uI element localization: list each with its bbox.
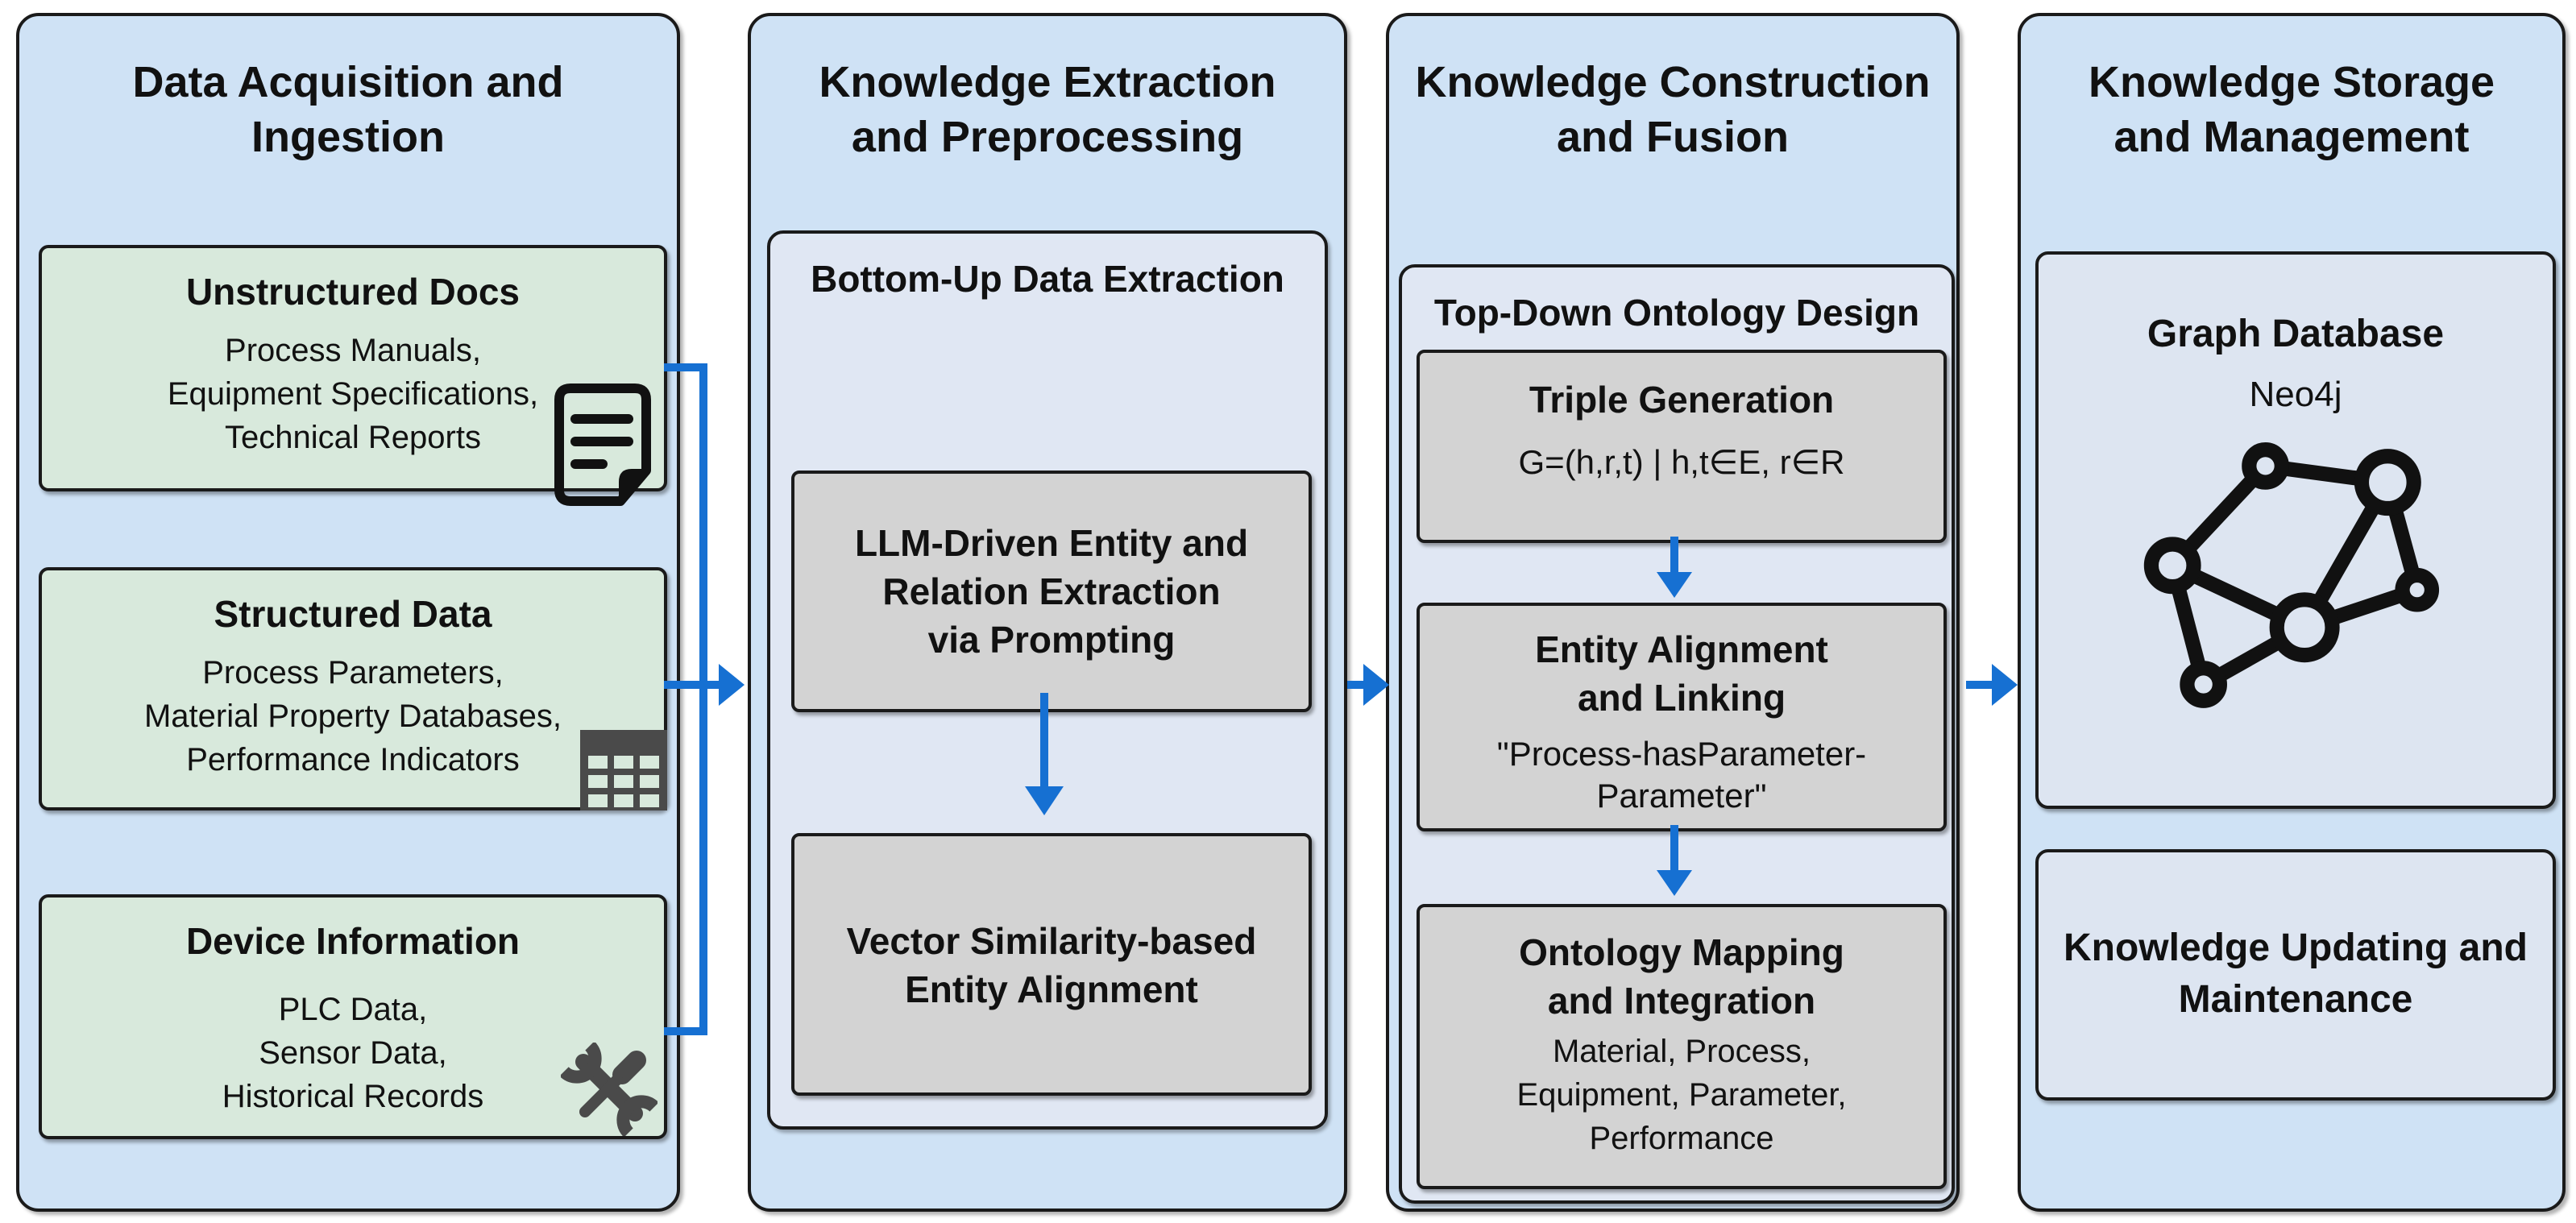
group-label: Bottom-Up Data Extraction bbox=[811, 258, 1284, 300]
box-body: PLC Data, Sensor Data, Historical Record… bbox=[222, 993, 484, 1115]
triple-formula: G=(h,r,t) | h,t∈E, r∈R bbox=[1518, 445, 1845, 482]
box-title: Unstructured Docs bbox=[185, 271, 521, 313]
panel-title: Knowledge Construction and Fusion bbox=[1415, 58, 1931, 161]
box-llm-extraction: LLM-Driven Entity and Relation Extractio… bbox=[791, 471, 1312, 712]
box-title: Device Information bbox=[185, 920, 521, 962]
box-entity-alignment-linking: Entity Alignment and Linking "Process-ha… bbox=[1417, 603, 1947, 831]
box-body: Process Manuals, Equipment Specification… bbox=[167, 334, 539, 456]
panel-knowledge-storage: Knowledge Storage and Management Graph D… bbox=[2018, 13, 2566, 1212]
box-triple-generation: Triple Generation G=(h,r,t) | h,t∈E, r∈R bbox=[1417, 350, 1947, 543]
arrowhead-col3-col4 bbox=[1992, 664, 2018, 706]
document-icon bbox=[554, 383, 651, 506]
group-bottom-up-data-extraction: Bottom-Up Data Extraction LLM-Driven Ent… bbox=[767, 230, 1328, 1130]
table-icon bbox=[580, 730, 667, 810]
box-title: Graph Database bbox=[2147, 313, 2445, 356]
group-label: Top-Down Ontology Design bbox=[1433, 292, 1920, 334]
neo4j-label: Neo4j bbox=[2249, 374, 2342, 414]
arrowhead-col1-col2 bbox=[719, 664, 745, 706]
box-title: LLM-Driven Entity and Relation Extractio… bbox=[854, 522, 1249, 661]
panel-data-acquisition: Data Acquisition and Ingestion Unstructu… bbox=[16, 13, 680, 1212]
box-vector-alignment: Vector Similarity-based Entity Alignment bbox=[791, 833, 1312, 1096]
panel-title: Knowledge Extraction and Preprocessing bbox=[819, 58, 1276, 161]
tools-icon bbox=[561, 1043, 657, 1136]
box-knowledge-updating: Knowledge Updating and Maintenance bbox=[2035, 849, 2556, 1101]
panel-title: Data Acquisition and Ingestion bbox=[132, 58, 564, 161]
panel-knowledge-extraction: Knowledge Extraction and Preprocessing B… bbox=[748, 13, 1347, 1212]
group-top-down-ontology-design: Top-Down Ontology Design Triple Generati… bbox=[1399, 264, 1955, 1204]
box-body: "Process-hasParameter- Parameter" bbox=[1496, 736, 1867, 815]
box-ontology-mapping: Ontology Mapping and Integration Materia… bbox=[1417, 904, 1947, 1189]
box-body: Material, Process, Equipment, Parameter,… bbox=[1516, 1034, 1847, 1157]
box-structured-data: Structured Data Process Parameters, Mate… bbox=[39, 567, 667, 810]
box-unstructured-docs: Unstructured Docs Process Manuals, Equip… bbox=[39, 245, 667, 506]
box-title: Vector Similarity-based Entity Alignment bbox=[846, 919, 1257, 1009]
panel-knowledge-construction: Knowledge Construction and Fusion Top-Do… bbox=[1386, 13, 1960, 1212]
graph-network-icon bbox=[2143, 442, 2439, 708]
box-title: Triple Generation bbox=[1529, 379, 1835, 421]
box-title: Knowledge Updating and Maintenance bbox=[2064, 927, 2528, 1022]
box-title: Structured Data bbox=[214, 593, 492, 635]
box-device-information: Device Information PLC Data, Sensor Data… bbox=[39, 894, 667, 1139]
box-body: Process Parameters, Material Property Da… bbox=[143, 656, 562, 778]
box-title: Ontology Mapping and Integration bbox=[1519, 931, 1844, 1022]
panel-title: Knowledge Storage and Management bbox=[2088, 58, 2495, 161]
box-title: Entity Alignment and Linking bbox=[1535, 628, 1828, 719]
box-graph-database: Graph Database Neo4j bbox=[2035, 251, 2556, 809]
